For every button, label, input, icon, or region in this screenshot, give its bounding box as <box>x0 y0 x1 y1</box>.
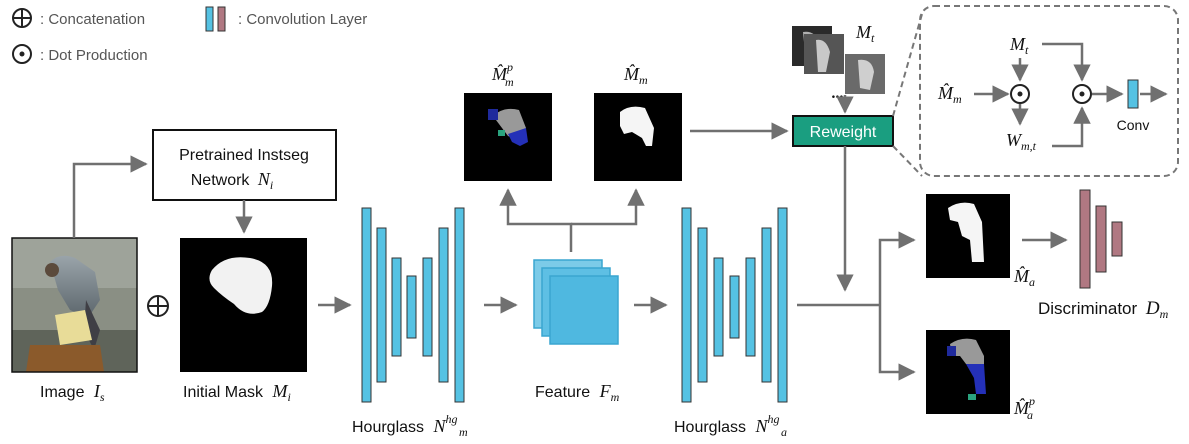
inset-mt-to-dot2-arrow <box>1042 42 1091 82</box>
pretrained-instseg-box: Pretrained Instseg Network Ni <box>152 129 337 201</box>
inset-w-symbol: W <box>1006 130 1023 150</box>
pretrained-symbol: N <box>257 169 271 189</box>
discriminator-label: Discriminator <box>1038 299 1138 318</box>
svg-text:Hourglass Nhg: Hourglass Nhg <box>352 412 458 436</box>
pretrained-subscript: i <box>270 178 273 192</box>
hourglass-m-symbol: N <box>432 416 446 436</box>
inset-w-subscript: m,t <box>1021 139 1037 153</box>
discriminator-subscript: m <box>1160 307 1169 321</box>
svg-text:Mt: Mt <box>855 22 875 45</box>
dot-production-icon <box>12 44 32 64</box>
legend-convolution-label: : Convolution Layer <box>238 11 367 28</box>
feature-stack <box>533 259 619 345</box>
callout-line-top <box>892 13 923 117</box>
mhat-a-subscript: a <box>1029 275 1035 289</box>
pretrained-instseg-line2: Network <box>191 172 251 189</box>
to-mhat-ap-arrow <box>878 305 916 381</box>
mhat-p-subscript: m <box>505 75 514 89</box>
initial-mask-image <box>180 238 307 372</box>
svg-text:M̂p: M̂p <box>491 60 513 84</box>
mhat-a-symbol: M̂ <box>1013 266 1030 286</box>
callout-line-bottom <box>892 145 923 177</box>
inset-conv-label: Conv <box>1117 117 1150 133</box>
svg-text:M̂m: M̂m <box>937 83 962 106</box>
input-image <box>11 237 138 373</box>
inset-dot-product-2 <box>1072 84 1092 104</box>
inset-mt-subscript: t <box>1025 43 1029 57</box>
mt-subscript: t <box>871 31 875 45</box>
inset-mhat-subscript: m <box>953 92 962 106</box>
mt-stack <box>792 26 885 94</box>
legend: : Concatenation : Dot Production : Convo… <box>12 6 367 64</box>
feature-label: Feature <box>535 384 590 401</box>
svg-text:M̂p: M̂p <box>1013 394 1035 418</box>
inset-dot-product-1 <box>1010 84 1030 104</box>
svg-text:Discriminator Dm: Discriminator Dm <box>1038 298 1169 321</box>
initial-mask-symbol: M <box>271 381 288 401</box>
legend-dot-production-label: : Dot Production <box>40 47 148 64</box>
hourglass-m-superscript: hg <box>446 412 458 426</box>
mhat-ap-superscript: p <box>1028 394 1035 408</box>
mhat-p-superscript: p <box>506 60 513 74</box>
hourglass-a-symbol: N <box>754 416 768 436</box>
hourglass-a <box>681 207 788 403</box>
mhat-p-image <box>464 93 552 181</box>
concatenation-icon <box>12 8 32 28</box>
svg-text:M̂a: M̂a <box>1013 266 1035 289</box>
mhat-symbol: M̂ <box>623 64 640 84</box>
hourglass-a-label: Hourglass <box>674 419 746 436</box>
inset-mhat-symbol: M̂ <box>937 83 954 103</box>
mhat-ap-symbol: M̂ <box>1013 398 1030 418</box>
svg-text:Initial Mask Mi: Initial Mask Mi <box>183 381 291 404</box>
feature-to-mhat-arrow <box>571 188 645 226</box>
hourglass-m-label: Hourglass <box>352 419 424 436</box>
reweight-label: Reweight <box>810 124 877 141</box>
image-subscript: s <box>100 390 105 404</box>
feature-symbol: F <box>599 381 612 401</box>
concatenation-symbol <box>147 295 169 317</box>
to-mhat-a-arrow <box>878 231 916 305</box>
pretrained-instseg-line1: Pretrained Instseg <box>179 147 309 164</box>
svg-text:Network Ni: Network Ni <box>191 169 274 192</box>
mhat-ap-image <box>926 330 1010 414</box>
inset-w-to-dot2-arrow <box>1052 106 1091 148</box>
image-label: Image <box>40 384 85 401</box>
legend-concatenation-label: : Concatenation <box>40 11 145 28</box>
initial-mask-label: Initial Mask <box>183 384 264 401</box>
reweight-inset-panel: Conv <box>919 5 1179 177</box>
mhat-p-symbol: M̂ <box>491 64 508 84</box>
reweight-box: Reweight <box>792 115 894 147</box>
initial-mask-subscript: i <box>287 390 290 404</box>
hourglass-a-superscript: hg <box>768 412 780 426</box>
hourglass-m <box>361 207 465 403</box>
svg-text:Hourglass Nhg: Hourglass Nhg <box>674 412 780 436</box>
svg-text:M̂m: M̂m <box>623 64 648 87</box>
mt-ellipsis: ... <box>832 85 844 102</box>
svg-text:Mt: Mt <box>1009 34 1029 57</box>
svg-text:Image Is: Image Is <box>40 381 105 404</box>
feature-subscript: m <box>611 390 620 404</box>
inset-mt-symbol: M <box>1009 34 1026 54</box>
mhat-a-image <box>926 194 1010 278</box>
inset-conv-layer <box>1127 79 1139 109</box>
mhat-subscript: m <box>639 73 648 87</box>
hourglass-a-subscript: a <box>781 425 787 439</box>
image-to-instseg-arrow <box>72 155 148 238</box>
discriminator <box>1079 189 1123 289</box>
image-symbol: I <box>93 381 101 401</box>
svg-text:Feature Fm: Feature Fm <box>535 381 620 404</box>
mhat-image <box>594 93 682 181</box>
discriminator-symbol: D <box>1145 298 1160 319</box>
svg-text:Wm,t: Wm,t <box>1006 130 1037 153</box>
mt-symbol: M <box>855 22 872 42</box>
hourglass-m-subscript: m <box>459 425 468 439</box>
convolution-layer-icon <box>205 6 226 32</box>
feature-to-mhatp-arrow <box>499 188 573 252</box>
mhat-ap-subscript: a <box>1027 408 1033 422</box>
